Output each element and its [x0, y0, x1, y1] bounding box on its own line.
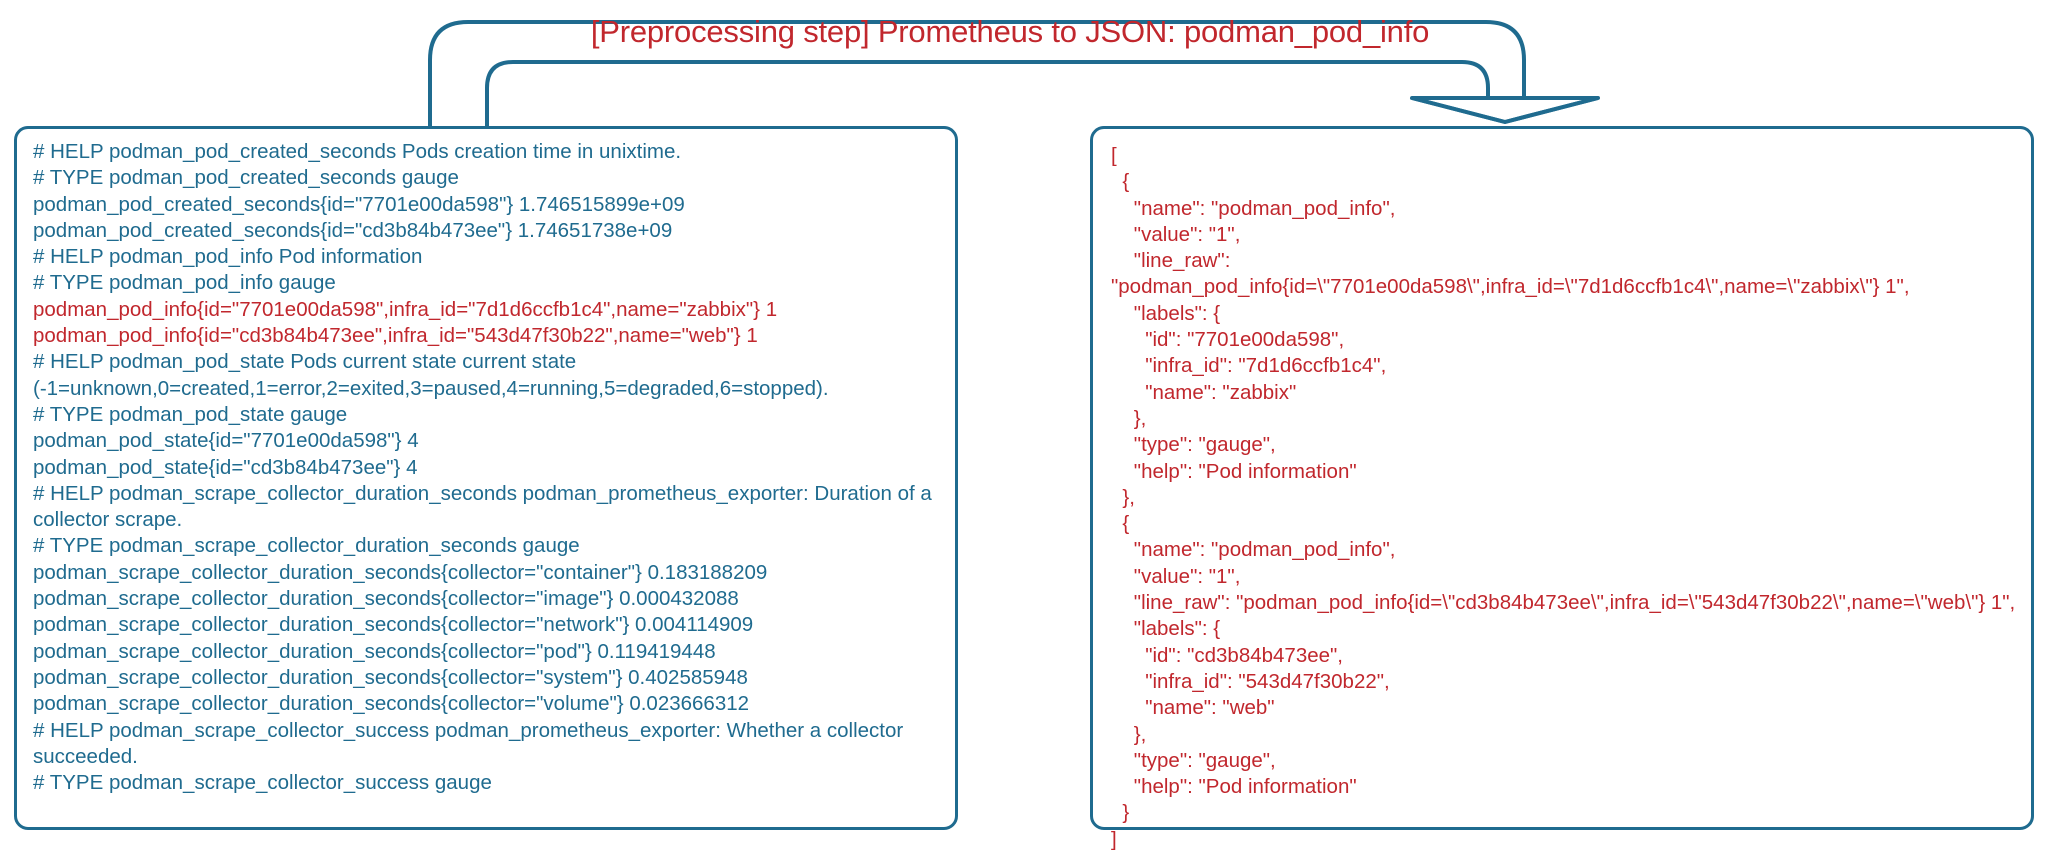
prometheus-line: podman_pod_created_seconds{id="cd3b84b47…	[33, 218, 673, 242]
prometheus-line: # TYPE podman_scrape_collector_duration_…	[33, 534, 580, 558]
prometheus-line: # TYPE podman_pod_created_seconds gauge	[33, 166, 459, 190]
json-line: "name": "podman_pod_info",	[1111, 196, 1396, 220]
prometheus-code-block: # HELP podman_pod_created_seconds Pods c…	[33, 139, 947, 796]
json-code-block: [ { "name": "podman_pod_info", "value": …	[1111, 143, 2025, 853]
prometheus-line: podman_pod_info{id="7701e00da598",infra_…	[33, 297, 778, 321]
flow-arrow-head-notch	[1411, 96, 1599, 124]
json-line: "name": "zabbix"	[1111, 380, 1297, 404]
json-line: {	[1111, 512, 1130, 536]
prometheus-line: # TYPE podman_pod_info gauge	[33, 271, 336, 295]
prometheus-line: podman_scrape_collector_duration_seconds…	[33, 692, 750, 716]
prometheus-line: podman_scrape_collector_duration_seconds…	[33, 639, 716, 663]
json-line: "infra_id": "7d1d6ccfb1c4",	[1111, 354, 1387, 378]
json-line: [	[1111, 144, 1117, 167]
json-line: "labels": {	[1111, 301, 1221, 325]
json-line: "name": "web"	[1111, 696, 1275, 720]
json-line: },	[1111, 406, 1147, 430]
prometheus-line: podman_pod_created_seconds{id="7701e00da…	[33, 192, 685, 216]
json-line: ]	[1111, 827, 1117, 851]
prometheus-line: podman_scrape_collector_duration_seconds…	[33, 665, 748, 689]
prometheus-line: podman_pod_info{id="cd3b84b473ee",infra_…	[33, 324, 758, 348]
json-line: "id": "7701e00da598",	[1111, 328, 1345, 352]
page-title: [Preprocessing step] Prometheus to JSON:…	[590, 14, 1430, 49]
json-line: "infra_id": "543d47f30b22",	[1111, 669, 1390, 693]
json-line: }	[1111, 801, 1130, 825]
json-line: "value": "1",	[1111, 222, 1241, 246]
prometheus-line: # HELP podman_pod_created_seconds Pods c…	[33, 140, 682, 163]
prometheus-line: # HELP podman_pod_state Pods current sta…	[33, 350, 829, 400]
json-line: "type": "gauge",	[1111, 433, 1276, 457]
json-output-panel: [ { "name": "podman_pod_info", "value": …	[1090, 126, 2034, 851]
json-line: "line_raw":	[1111, 249, 1231, 273]
json-line: "podman_pod_info{id=\"7701e00da598\",inf…	[1111, 275, 1910, 299]
prometheus-line: # TYPE podman_scrape_collector_success g…	[33, 771, 492, 795]
prometheus-line: podman_pod_state{id="cd3b84b473ee"} 4	[33, 455, 418, 479]
flow-arrow-inner-path	[485, 60, 1490, 128]
prometheus-line: podman_scrape_collector_duration_seconds…	[33, 613, 754, 637]
json-line: "help": "Pod information"	[1111, 459, 1357, 483]
json-line: "name": "podman_pod_info",	[1111, 538, 1396, 562]
prometheus-line: # HELP podman_scrape_collector_duration_…	[33, 481, 938, 532]
prometheus-line: # HELP podman_pod_info Pod information	[33, 245, 423, 269]
prometheus-line: podman_scrape_collector_duration_seconds…	[33, 587, 739, 611]
json-line: "labels": {	[1111, 617, 1221, 641]
flow-arrow-head	[1410, 96, 1600, 124]
json-line: "value": "1",	[1111, 564, 1241, 588]
prometheus-exposition-panel: # HELP podman_pod_created_seconds Pods c…	[14, 126, 958, 830]
prometheus-line: # HELP podman_scrape_collector_success p…	[33, 718, 909, 768]
prometheus-line: podman_pod_state{id="7701e00da598"} 4	[33, 429, 419, 453]
json-line: "help": "Pod information"	[1111, 775, 1357, 799]
json-line: },	[1111, 722, 1147, 746]
json-line: "id": "cd3b84b473ee",	[1111, 643, 1344, 667]
prometheus-line: # TYPE podman_pod_state gauge	[33, 402, 348, 426]
json-line: },	[1111, 485, 1135, 509]
json-line: "line_raw": "podman_pod_info{id=\"cd3b84…	[1111, 591, 2016, 615]
json-line: "type": "gauge",	[1111, 748, 1276, 772]
prometheus-line: podman_scrape_collector_duration_seconds…	[33, 560, 768, 584]
json-line: {	[1111, 170, 1130, 194]
